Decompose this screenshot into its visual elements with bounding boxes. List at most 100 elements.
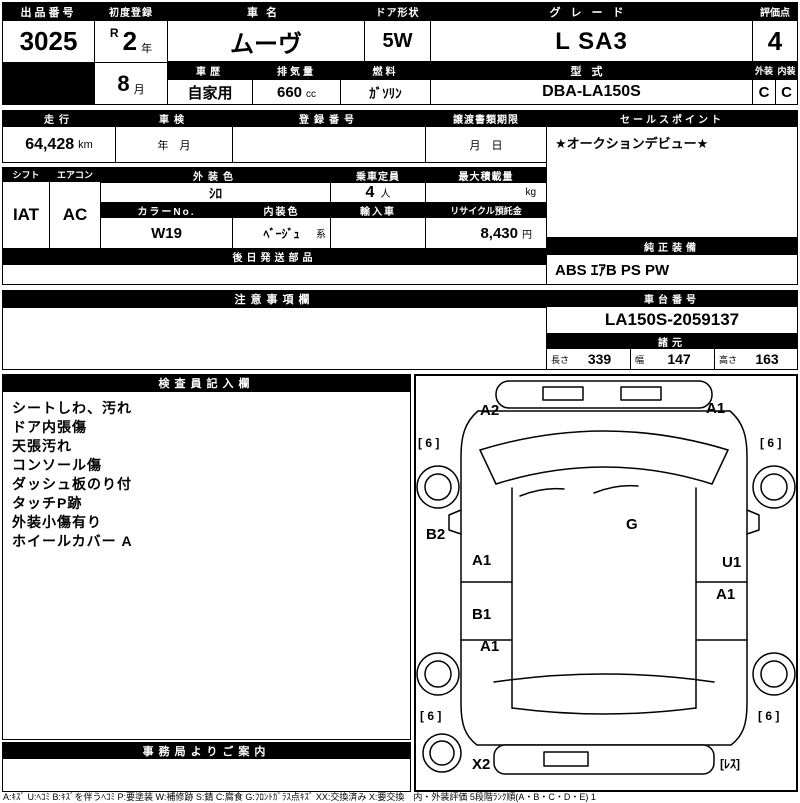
capacity-value: 4 人 [330, 182, 426, 203]
inspector-note: コンソール傷 [12, 457, 102, 473]
width-label: 幅 [635, 354, 645, 365]
black-filler [2, 62, 95, 105]
mileage-unit: km [78, 138, 93, 151]
tire-front-right [752, 465, 796, 509]
color-no-value: W19 [100, 217, 233, 249]
dimensions-label: 諸元 [546, 333, 798, 349]
inspector-note: 天張汚れ [12, 438, 72, 454]
max-load-value: kg [425, 182, 547, 203]
displacement-label: 排気量 [252, 61, 341, 80]
diagram-mark: A1 [716, 586, 736, 603]
plate-number-value [232, 126, 426, 163]
exterior-color-value: ｼﾛ [100, 182, 331, 203]
inspection-value: 年 月 [115, 126, 233, 163]
capacity-unit: 人 [380, 189, 391, 200]
interior-color-label: 内装色 [232, 202, 331, 218]
shift-value: IAT [2, 181, 50, 249]
interior-grade-value: C [775, 79, 798, 105]
diagram-mark: [ 6 ] [760, 436, 782, 450]
length-label: 長さ [551, 354, 570, 365]
car-outline-svg [416, 380, 796, 775]
history-value: 自家用 [167, 79, 253, 105]
width-value: 147 [667, 351, 691, 367]
displacement-value: 660 cc [252, 79, 341, 105]
car-name-label: 車名 [167, 2, 365, 21]
transfer-deadline-value: 月 日 [425, 126, 547, 163]
mirror-right [746, 509, 760, 535]
plate-number-label: 登録番号 [232, 110, 426, 127]
displacement-number: 660 [276, 83, 303, 101]
diagram-mark: A1 [706, 400, 726, 417]
windshield-top [479, 430, 729, 451]
height-label: 高さ [719, 354, 738, 365]
interior-grade-label: 内装 [775, 61, 798, 80]
first-registration-month: 8 月 [94, 62, 168, 105]
car-name-value: ムーヴ [167, 20, 365, 63]
rear-plate [543, 751, 589, 767]
diagram-mark: X2 [472, 756, 491, 773]
inspector-note: タッチP跡 [12, 495, 83, 511]
recycle-number: 8,430 [480, 224, 518, 242]
equipment-value: ABS ｴｱB PS PW [546, 254, 798, 285]
aircon-label: エアコン [49, 167, 101, 182]
diagram-mark: A1 [472, 552, 492, 569]
max-load-unit: kg [525, 187, 536, 198]
caution-value [2, 307, 547, 370]
length-value: 339 [587, 351, 612, 367]
model-code-label: 型式 [430, 61, 753, 80]
score-label: 評価点 [752, 2, 798, 21]
mirror-left [448, 509, 462, 535]
equipment-label: 純正装備 [546, 237, 798, 255]
door-shape-label: ドア形状 [364, 2, 431, 21]
sales-point-value: ★オークションデビュー★ [546, 126, 798, 238]
model-code-value: DBA-LA150S [430, 79, 753, 105]
late-parts-label: 後日発送部品 [2, 248, 547, 265]
color-no-label: カラーNo. [100, 202, 233, 218]
first-registration-label: 初度登録 [94, 2, 168, 21]
inspection-label: 車検 [115, 110, 233, 127]
car-body [460, 410, 748, 746]
front-grille-left [542, 386, 584, 401]
recycle-deposit-value: 8,430 円 [425, 217, 547, 249]
inspector-note: ドア内張傷 [12, 419, 87, 435]
caution-label: 注意事項欄 [2, 290, 547, 308]
diagram-mark: A2 [480, 402, 500, 419]
import-value [330, 217, 426, 249]
diagram-mark: [ 6 ] [418, 436, 440, 450]
inspector-note: ダッシュ板のり付 [12, 476, 132, 492]
recycle-unit: 円 [522, 229, 532, 241]
first-reg-year-value: 2 [122, 26, 138, 56]
first-reg-month-value: 8 [117, 70, 130, 96]
diagram-mark: [ 6 ] [420, 709, 442, 723]
rear-window-top [493, 673, 715, 683]
exterior-grade-label: 外装 [752, 61, 776, 80]
exterior-grade-value: C [752, 79, 776, 105]
fuel-value: ｶﾞｿﾘﾝ [340, 79, 431, 105]
tire-rear-right [752, 652, 796, 696]
history-label: 車歴 [167, 61, 253, 80]
chassis-number-value: LA150S-2059137 [546, 306, 798, 334]
interior-color-value: ﾍﾞｰｼﾞｭ 系 [232, 217, 331, 249]
inspector-note: ホイールカバー A [12, 533, 133, 549]
mileage-value: 64,428 km [2, 126, 116, 163]
front-grille-right [620, 386, 662, 401]
rear-window-bottom [511, 707, 697, 715]
diagram-mark: A1 [480, 638, 500, 655]
shift-label: シフト [2, 167, 50, 182]
diagram-mark: B2 [426, 526, 446, 543]
chassis-number-label: 車台番号 [546, 290, 798, 307]
mileage-number: 64,428 [25, 135, 75, 153]
recycle-deposit-label: リサイクル預託金 [425, 202, 547, 218]
inspector-notes-label: 検査員記入欄 [2, 374, 411, 392]
year-unit: 年 [141, 43, 153, 55]
diagram-mark: B1 [472, 606, 492, 623]
door-shape-value: 5W [364, 20, 431, 63]
displacement-unit: cc [306, 89, 317, 100]
wiper-left [519, 487, 565, 497]
dimension-width: 幅 147 [630, 348, 715, 370]
capacity-label: 乗車定員 [330, 167, 426, 183]
exterior-color-label: 外装色 [100, 167, 331, 183]
max-load-label: 最大積載量 [425, 167, 547, 183]
